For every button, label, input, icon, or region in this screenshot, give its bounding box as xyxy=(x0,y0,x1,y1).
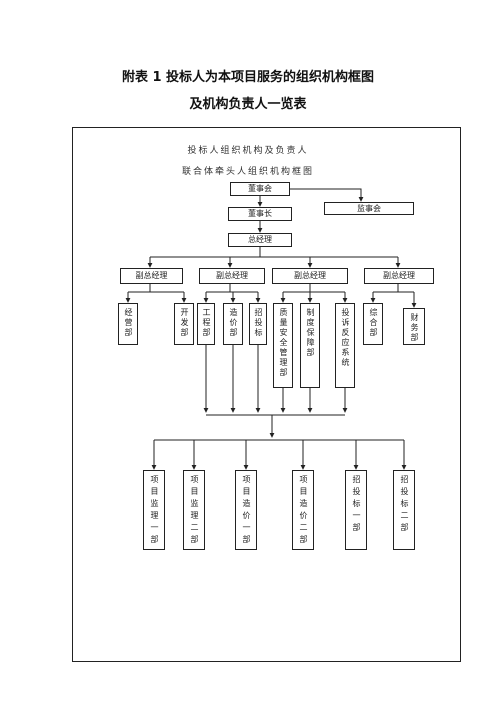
dept-node-policy: 制度保障部 xyxy=(300,303,320,388)
dept-label: 开发部 xyxy=(180,308,189,338)
deputy-gm-node-1: 副总经理 xyxy=(120,268,183,284)
dept-node-finance: 财务部 xyxy=(403,308,425,345)
chairman-node: 董事长 xyxy=(228,207,292,221)
chart-title: 投标人组织机构及负责人 xyxy=(187,146,309,156)
dept-node-engineering: 工程部 xyxy=(197,303,215,345)
project-node-supervision-1: 项目监理一部 xyxy=(143,470,165,550)
deputy-gm-node-2: 副总经理 xyxy=(199,268,265,284)
project-label: 项目监理二部 xyxy=(190,475,199,547)
board-of-directors-node: 董事会 xyxy=(230,182,290,196)
dept-node-complaints: 投诉反应系统 xyxy=(335,303,355,388)
project-node-cost-2: 项目造价二部 xyxy=(292,470,314,550)
project-label: 项目监理一部 xyxy=(150,475,159,547)
project-label: 项目造价二部 xyxy=(299,475,308,547)
dept-node-development: 开发部 xyxy=(174,303,194,345)
project-node-bidding-2: 招投标二部 xyxy=(393,470,415,550)
dept-node-cost: 造价部 xyxy=(223,303,243,345)
dept-node-bidding: 招投标 xyxy=(249,303,267,345)
general-manager-node: 总经理 xyxy=(228,233,292,247)
deputy-gm-node-3: 副总经理 xyxy=(272,268,348,284)
dept-label: 招投标 xyxy=(254,308,263,338)
project-node-bidding-1: 招投标一部 xyxy=(345,470,367,550)
dept-node-quality-safety: 质量安全管理部 xyxy=(273,303,293,388)
supervisory-board-node: 监事会 xyxy=(324,202,414,215)
dept-node-general: 综合部 xyxy=(363,303,383,345)
dept-label: 造价部 xyxy=(229,308,238,338)
project-label: 项目造价一部 xyxy=(242,475,251,547)
dept-label: 经营部 xyxy=(124,308,133,338)
org-chart-frame xyxy=(72,127,461,662)
dept-node-business: 经营部 xyxy=(118,303,138,345)
dept-label: 综合部 xyxy=(369,308,378,338)
project-label: 招投标一部 xyxy=(352,475,361,535)
deputy-gm-node-4: 副总经理 xyxy=(364,268,434,284)
project-node-supervision-2: 项目监理二部 xyxy=(183,470,205,550)
dept-label: 制度保障部 xyxy=(306,308,315,358)
dept-label: 工程部 xyxy=(202,308,211,338)
page-heading-line2: 及机构负责人一览表 xyxy=(189,97,307,112)
chart-subtitle: 联合体牵头人组织机构框图 xyxy=(181,167,314,177)
dept-label: 投诉反应系统 xyxy=(341,308,350,368)
dept-label: 质量安全管理部 xyxy=(279,308,288,378)
dept-label: 财务部 xyxy=(410,313,419,343)
project-node-cost-1: 项目造价一部 xyxy=(235,470,257,550)
page-heading-line1: 附表 1 投标人为本项目服务的组织机构框图 xyxy=(121,70,375,85)
project-label: 招投标二部 xyxy=(400,475,409,535)
